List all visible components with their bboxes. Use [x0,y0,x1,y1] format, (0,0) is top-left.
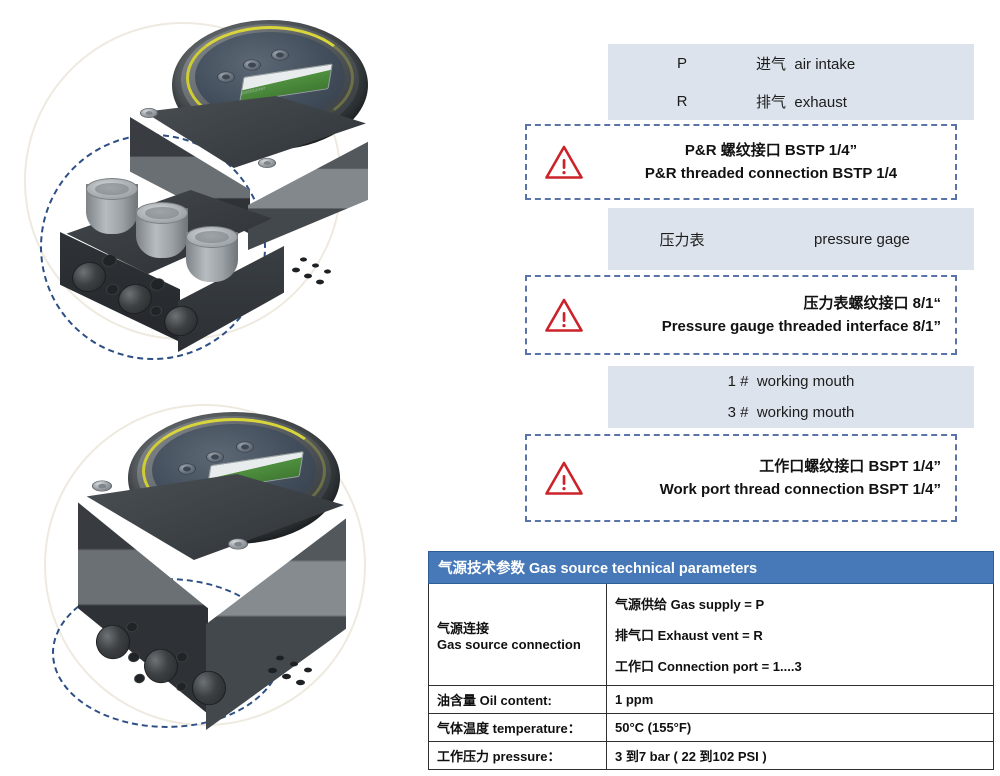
legend-working-label-1: working mouth [756,373,855,390]
device-button-1[interactable] [215,70,237,84]
device-vent-hole [281,673,292,680]
warning-triangle-icon [527,297,601,333]
table-row: 工作压力 pressure： 3 到7 bar ( 22 到102 PSI ) [428,741,994,770]
warning-text-en: Pressure gauge threaded interface 8/1” [661,318,941,335]
device-vent-hole [295,679,306,686]
device-bottom: positioner [0,388,420,776]
device-vent-hole [299,257,308,262]
table-value-gas-supply: 气源供给 Gas supply = P [615,597,765,612]
device-vent-hole [303,273,313,279]
device-button-3[interactable] [269,48,291,62]
device-vent-hole [323,269,332,274]
legend-working-num-1: 1 # [727,373,749,390]
warning-text-cn: 压力表螺纹接口 8/1“ [803,294,941,312]
table-title: 气源技术参数 Gas source technical parameters [428,551,994,584]
legend-port-code-r: R [676,92,688,110]
legend-gauge-cn: 压力表 [659,231,705,249]
legend-working-label-3: working mouth [756,404,855,421]
legend-port-desc-p: 进气 air intake [756,53,974,74]
legend-band-working-ports: 1 # working mouth 3 # working mouth [608,366,974,428]
table-cell-value: 1 ppm [606,685,994,714]
legend-port-en-p: air intake [794,55,856,73]
device-vent-hole [291,267,301,273]
table-cell-label: 气源连接 Gas source connection [428,583,607,686]
legend-port-desc-r: 排气 exhaust [756,91,974,112]
legend-row-working-3: 3 # working mouth [608,397,974,428]
warning-box-pr-thread: P&R 螺纹接口 BSTP 1/4” P&R threaded connecti… [525,124,957,200]
table-row: 气源连接 Gas source connection 气源供给 Gas supp… [428,583,994,686]
port-cap-1 [86,178,138,242]
table-cell-label: 气体温度 temperature： [428,713,607,742]
table-cell-value: 3 到7 bar ( 22 到102 PSI ) [606,741,994,770]
device-vent-hole [315,279,325,285]
table-header-row: 气源技术参数 Gas source technical parameters [428,551,994,584]
legend-port-cn-p: 进气 [756,55,787,73]
device-button-3[interactable] [234,440,256,454]
table-cell-value: 50°C (155°F) [606,713,994,742]
legend-port-en-r: exhaust [794,93,847,111]
legend-port-code-p: P [676,54,687,72]
legend-port-cn-r: 排气 [756,93,787,111]
body-small-hole [132,672,147,685]
warning-text-pr-thread: P&R 螺纹接口 BSTP 1/4” P&R threaded connecti… [601,139,955,186]
port-cap-2 [136,202,188,266]
device-screw-top-left [140,108,158,118]
gas-source-spec-table: 气源技术参数 Gas source technical parameters 气… [428,551,994,770]
device-screw-top-right [228,538,248,550]
port-cap-3 [186,226,238,290]
warning-text-gauge-thread: 压力表螺纹接口 8/1“ Pressure gauge threaded int… [601,292,955,339]
table-cell-label: 油含量 Oil content: [428,685,607,714]
table-label-cn: 气源连接 [437,620,490,636]
warning-box-gauge-thread: 压力表螺纹接口 8/1“ Pressure gauge threaded int… [525,275,957,355]
device-vent-hole [311,263,320,268]
product-render-top: positioner [0,4,420,364]
warning-triangle-icon [527,144,601,180]
table-value-connection-port: 工作口 Connection port = 1....3 [615,659,802,674]
legend-row-p: P 进气 air intake [608,44,974,82]
legend-band-ports: P 进气 air intake R 排气 exhaust [608,44,974,120]
table-label-en: Gas source connection [437,636,581,652]
table-row: 油含量 Oil content: 1 ppm [428,685,994,714]
device-screw-top-right [258,158,276,168]
device-button-1[interactable] [176,462,198,476]
device-button-2[interactable] [241,58,263,72]
warning-text-en: Work port thread connection BSPT 1/4” [659,481,941,498]
warning-text-cn: 工作口螺纹接口 BSPT 1/4” [759,457,941,475]
legend-gauge-en: pressure gage [814,230,910,248]
device-vent-hole [303,667,313,673]
legend-working-num-3: 3 # [727,404,749,421]
table-cell-label: 工作压力 pressure： [428,741,607,770]
warning-box-work-port-thread: 工作口螺纹接口 BSPT 1/4” Work port thread conne… [525,434,957,522]
warning-text-en: P&R threaded connection BSTP 1/4 [644,165,898,182]
device-button-2[interactable] [204,450,226,464]
legend-row-r: R 排气 exhaust [608,82,974,120]
device-vent-hole [289,661,299,667]
legend-row-gauge: 压力表 pressure gage [608,225,974,253]
product-render-bottom: positioner [0,388,420,776]
legend-band-gauge: 压力表 pressure gage [608,208,974,270]
warning-triangle-icon [527,460,601,496]
legend-row-working-1: 1 # working mouth [608,366,974,397]
warning-text-work-port-thread: 工作口螺纹接口 BSPT 1/4” Work port thread conne… [601,455,955,502]
table-row: 气体温度 temperature： 50°C (155°F) [428,713,994,742]
warning-text-cn: P&R 螺纹接口 BSTP 1/4” [684,141,858,159]
device-top: positioner [0,4,420,364]
table-value-exhaust-vent: 排气口 Exhaust vent = R [615,628,763,643]
device-screw-top-left [92,480,112,492]
table-cell-value: 气源供给 Gas supply = P 排气口 Exhaust vent = R… [606,583,994,686]
